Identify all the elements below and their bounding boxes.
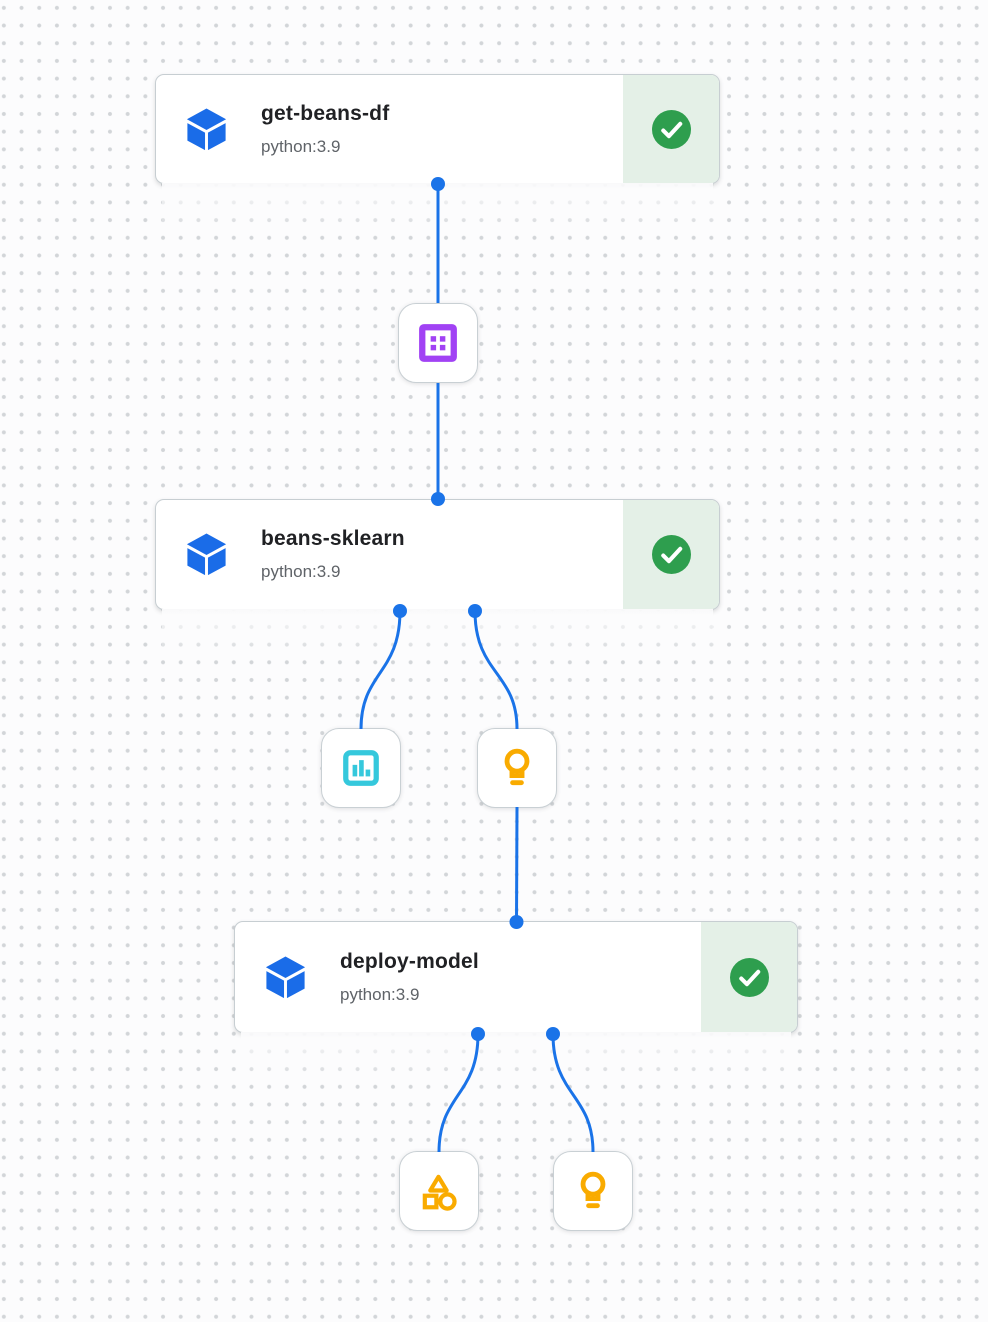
dataset-icon [417, 322, 459, 364]
artifact-node-generic[interactable] [399, 1151, 479, 1231]
status-section [623, 500, 719, 609]
artifact-node-model-1[interactable] [477, 728, 557, 808]
task-title: get-beans-df [261, 101, 390, 125]
cube-icon [183, 531, 230, 578]
status-section [701, 922, 797, 1032]
check-circle-icon [651, 535, 691, 574]
artifact-node-model-2[interactable] [553, 1151, 633, 1231]
task-title: deploy-model [340, 949, 479, 973]
task-subtitle: python:3.9 [261, 562, 341, 581]
edge [551, 1033, 595, 1153]
task-subtitle: python:3.9 [261, 136, 341, 156]
task-node-deploy-model[interactable]: deploy-model python:3.9 [234, 921, 798, 1084]
edge [359, 610, 402, 730]
edge [515, 806, 519, 923]
artifact-node-metrics[interactable] [321, 728, 401, 808]
metrics-icon [340, 747, 382, 789]
check-circle-icon [651, 109, 691, 149]
cube-icon [183, 106, 230, 153]
shapes-icon [418, 1170, 460, 1212]
task-subtitle: python:3.9 [340, 984, 420, 1004]
artifact-node-dataset[interactable] [398, 303, 478, 383]
status-section [623, 75, 719, 183]
edge [437, 1033, 480, 1153]
cube-icon [262, 954, 309, 1001]
lightbulb-icon [496, 747, 538, 789]
task-node-get-beans-df[interactable]: get-beans-df python:3.9 [155, 74, 720, 235]
task-node-beans-sklearn[interactable]: beans-sklearn python:3.9 [155, 499, 720, 661]
check-circle-icon [729, 957, 769, 997]
task-title: beans-sklearn [261, 527, 405, 550]
lightbulb-icon [572, 1170, 614, 1212]
task-node-body: get-beans-df python:3.9 [156, 75, 623, 183]
task-node-body: deploy-model python:3.9 [235, 922, 701, 1032]
edge [473, 610, 519, 730]
task-node-body: beans-sklearn python:3.9 [156, 500, 623, 609]
